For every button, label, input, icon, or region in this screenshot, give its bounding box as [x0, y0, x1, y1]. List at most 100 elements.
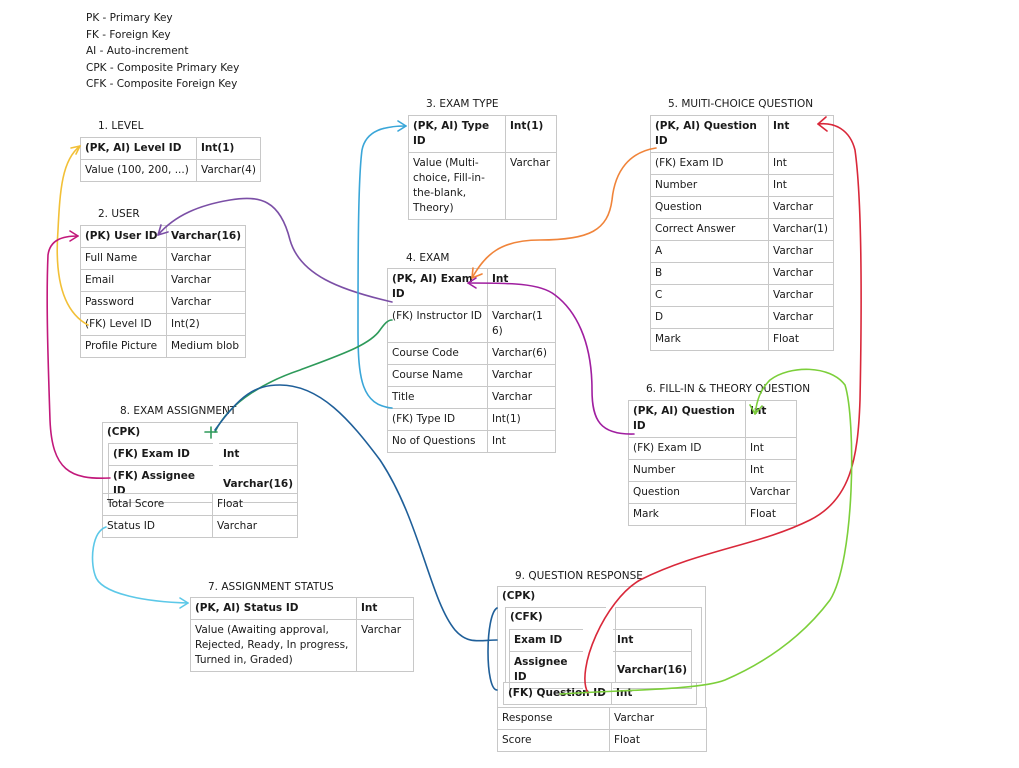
arrowhead-levelfk-to-level — [70, 145, 81, 155]
exam-assignment-key: (FK) Exam ID — [108, 443, 217, 466]
mcq-field: (FK) Exam ID — [650, 152, 769, 175]
mcq-field: (PK, AI) Question ID — [650, 115, 769, 153]
mcq-type: Varchar — [768, 262, 834, 285]
exam-field: Course Name — [387, 364, 488, 387]
legend-cfk: CFK - Composite Foreign Key — [86, 78, 238, 90]
fill-theory-field: Number — [628, 459, 746, 482]
level-type: Varchar(4) — [196, 159, 261, 182]
bracket-response-cfk — [487, 607, 498, 691]
user-field: Email — [80, 269, 167, 292]
user-type: Varchar — [166, 269, 246, 292]
question-response-cfk-label: (CFK) — [510, 611, 543, 623]
exam-type-field: Value (Multi-choice, Fill-in-the-blank, … — [408, 152, 506, 220]
exam-field: (FK) Instructor ID — [387, 305, 488, 343]
assignment-status-type: Int — [356, 597, 414, 620]
fill-theory-type: Float — [745, 503, 797, 526]
level-field: Value (100, 200, ...) — [80, 159, 197, 182]
exam-field: No of Questions — [387, 430, 488, 453]
user-field: (PK) User ID — [80, 225, 167, 248]
exam-assignment-title: 8. EXAM ASSIGNMENT — [120, 405, 237, 417]
user-type: Varchar — [166, 247, 246, 270]
mcq-field: Number — [650, 174, 769, 197]
mcq-field: B — [650, 262, 769, 285]
exam-type: Varchar — [487, 364, 556, 387]
exam-field: (PK, AI) Exam ID — [387, 268, 488, 306]
fill-theory-field: Mark — [628, 503, 746, 526]
mcq-type: Int — [768, 152, 834, 175]
user-field: Profile Picture — [80, 335, 167, 358]
exam-assignment-key-type: Int — [213, 443, 298, 466]
fill-theory-title: 6. FILL-IN & THEORY QUESTION — [646, 383, 811, 395]
exam-type: Varchar(6) — [487, 342, 556, 365]
user-type: Medium blob — [166, 335, 246, 358]
exam-assignment-field: Status ID — [102, 515, 213, 538]
assignment-status-title: 7. ASSIGNMENT STATUS — [208, 581, 334, 593]
question-response-type: Varchar — [609, 707, 707, 730]
exam-assignment-type: Float — [212, 493, 298, 516]
mcq-field: D — [650, 306, 769, 329]
arrow-status-to-assignment-status — [91, 526, 189, 604]
fill-theory-field: (FK) Exam ID — [628, 437, 746, 460]
fill-theory-field: (PK, AI) Question ID — [628, 400, 746, 438]
exam-type-type: Varchar — [505, 152, 557, 220]
mcq-type: Varchar — [768, 240, 834, 263]
question-response-key-field: (FK) Question ID — [503, 682, 612, 705]
assignment-status-field: Value (Awaiting approval, Rejected, Read… — [190, 619, 357, 672]
mcq-type: Varchar — [768, 306, 834, 329]
arrowhead-typeid-to-examtype — [397, 120, 407, 132]
user-type: Varchar(16) — [166, 225, 246, 248]
user-title: 2. USER — [98, 208, 140, 220]
question-response-cfk-key: Exam ID — [509, 629, 599, 652]
user-field: Full Name — [80, 247, 167, 270]
exam-type: Int(1) — [487, 408, 556, 431]
arrowhead-status-to-assignment-status — [179, 597, 189, 609]
legend: PK - Primary Key FK - Foreign Key AI - A… — [86, 10, 239, 93]
assignment-status-type: Varchar — [356, 619, 414, 672]
mcq-type: Varchar(1) — [768, 218, 834, 241]
user-type: Varchar — [166, 291, 246, 314]
exam-assignment-cpk-label: (CPK) — [107, 426, 141, 438]
user-type: Int(2) — [166, 313, 246, 336]
mcq-type: Float — [768, 328, 834, 351]
assignment-status-field: (PK, AI) Status ID — [190, 597, 357, 620]
exam-field: Title — [387, 386, 488, 409]
question-response-type: Float — [609, 729, 707, 752]
question-response-key-type: Int — [611, 682, 697, 705]
exam-title: 4. EXAM — [406, 252, 450, 264]
exam-type-title: 3. EXAM TYPE — [426, 98, 499, 110]
mcq-field: Correct Answer — [650, 218, 769, 241]
legend-ai: AI - Auto-increment — [86, 45, 189, 57]
exam-type: Int — [487, 268, 556, 306]
mcq-field: Mark — [650, 328, 769, 351]
fill-theory-type: Int — [745, 459, 797, 482]
question-response-title: 9. QUESTION RESPONSE — [515, 570, 643, 582]
question-response-field: Response — [497, 707, 610, 730]
mcq-type: Int — [768, 174, 834, 197]
exam-assignment-field: Total Score — [102, 493, 213, 516]
mcq-field: Question — [650, 196, 769, 219]
arrowhead-assignee-to-user — [69, 230, 79, 242]
mcq-type: Int — [768, 115, 834, 153]
level-title: 1. LEVEL — [98, 120, 144, 132]
legend-fk: FK - Foreign Key — [86, 28, 171, 41]
exam-field: Course Code — [387, 342, 488, 365]
exam-type: Int — [487, 430, 556, 453]
exam-type: Varchar — [487, 386, 556, 409]
fill-theory-field: Question — [628, 481, 746, 504]
fill-theory-type: Int — [745, 400, 797, 438]
user-field: Password — [80, 291, 167, 314]
level-type: Int(1) — [196, 137, 261, 160]
question-response-cfk-type: Int — [583, 629, 692, 652]
level-field: (PK, AI) Level ID — [80, 137, 197, 160]
exam-assignment-type: Varchar — [212, 515, 298, 538]
